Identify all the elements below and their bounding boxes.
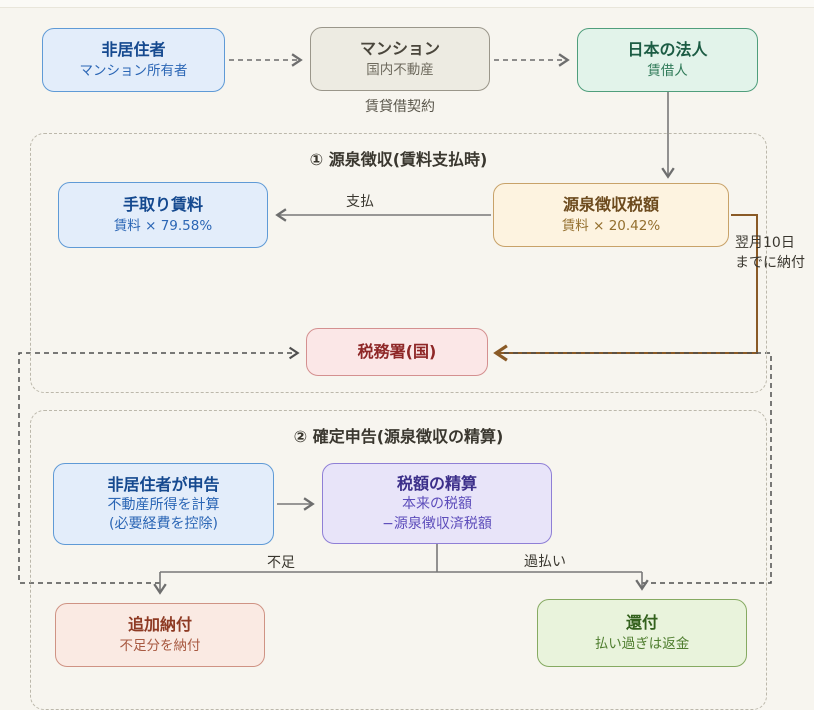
node-tax-office-title: 税務署(国) — [357, 342, 437, 361]
node-additional-payment-title: 追加納付 — [127, 615, 192, 635]
node-filing-line3: (必要経費を控除) — [109, 516, 218, 532]
node-filing-line2: 不動産所得を計算 — [107, 496, 220, 513]
label-due-date-line1: 翌月10日 — [735, 235, 795, 251]
section-withholding: ① 源泉徴収(賃料支払時) — [30, 133, 767, 393]
node-settlement-line3: −源泉徴収済税額 — [382, 515, 492, 532]
node-additional-payment: 追加納付 不足分を納付 — [55, 603, 265, 667]
label-lease-contract: 賃貸借契約 — [365, 99, 435, 115]
label-payment: 支払 — [346, 194, 374, 210]
node-net-rent: 手取り賃料 賃料 × 79.58% — [58, 182, 268, 248]
label-due-date-line2: までに納付 — [735, 255, 805, 271]
node-mansion-subtitle: 国内不動産 — [366, 62, 434, 79]
node-mansion-title: マンション — [359, 39, 440, 59]
node-net-rent-subtitle: 賃料 × 79.58% — [113, 218, 213, 235]
node-settlement-line2: 本来の税額 — [402, 496, 472, 512]
node-withheld-tax: 源泉徴収税額 賃料 × 20.42% — [493, 183, 729, 247]
node-filing: 非居住者が申告 不動産所得を計算 (必要経費を控除) — [53, 463, 274, 545]
node-refund-subtitle: 払い過ぎは返金 — [594, 636, 690, 653]
section-withholding-title: ① 源泉徴収(賃料支払時) — [309, 150, 488, 169]
node-nonresident-title: 非居住者 — [101, 40, 166, 60]
node-withheld-tax-title: 源泉徴収税額 — [562, 195, 659, 215]
node-net-rent-title: 手取り賃料 — [122, 195, 203, 215]
node-nonresident: 非居住者 マンション所有者 — [42, 28, 225, 92]
section-final-return-title: ② 確定申告(源泉徴収の精算) — [293, 427, 504, 446]
label-shortfall: 不足 — [267, 555, 295, 571]
node-refund-title: 還付 — [625, 613, 658, 633]
node-japanese-corp: 日本の法人 賃借人 — [577, 28, 758, 92]
node-filing-title: 非居住者が申告 — [107, 474, 220, 494]
window-top-edge — [0, 0, 814, 8]
node-japanese-corp-subtitle: 賃借人 — [647, 63, 688, 80]
node-settlement-title: 税額の精算 — [396, 474, 477, 493]
label-overpaid: 過払い — [524, 554, 566, 570]
node-japanese-corp-title: 日本の法人 — [627, 40, 708, 60]
node-nonresident-subtitle: マンション所有者 — [79, 63, 188, 80]
label-due-date: 翌月10日 までに納付 — [735, 233, 805, 273]
node-mansion: マンション 国内不動産 — [310, 27, 490, 91]
node-additional-payment-subtitle: 不足分を納付 — [119, 638, 201, 655]
node-settlement: 税額の精算 本来の税額 −源泉徴収済税額 — [322, 463, 552, 544]
node-refund: 還付 払い過ぎは返金 — [537, 599, 747, 667]
node-withheld-tax-subtitle: 賃料 × 20.42% — [561, 218, 661, 235]
node-tax-office: 税務署(国) — [306, 328, 488, 376]
